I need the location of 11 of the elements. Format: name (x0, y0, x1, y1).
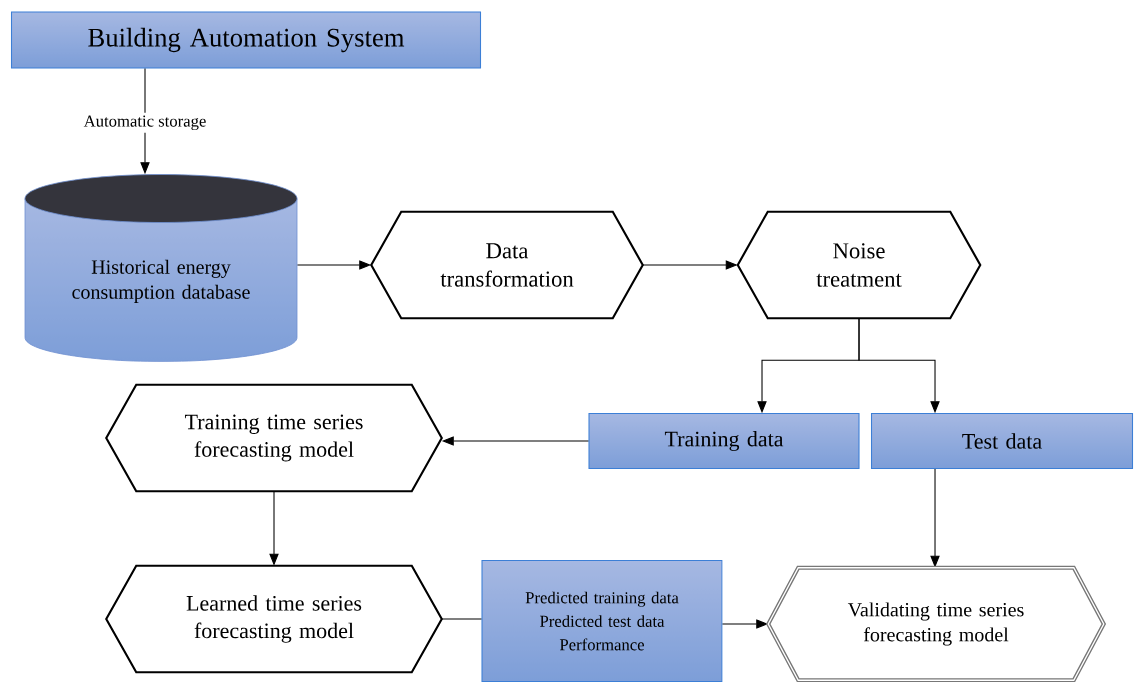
process-hexagon: Training time series forecasting model (105, 383, 443, 493)
edge-label: Automatic storage (81, 112, 209, 133)
process-box: Test data (870, 412, 1134, 470)
process-box: Predicted training data Predicted test data Performance (481, 559, 723, 682)
process-box: Building Automation System (10, 11, 482, 69)
process-hexagon: Noise treatment (736, 210, 982, 320)
process-hexagon: Data transformation (370, 210, 644, 320)
process-hexagon: Learned time series forecasting model (105, 564, 443, 674)
database-cylinder: Historical energy consumption database (24, 174, 298, 362)
process-hexagon: Validating time series forecasting model (766, 565, 1107, 682)
process-box: Training data (588, 412, 860, 470)
